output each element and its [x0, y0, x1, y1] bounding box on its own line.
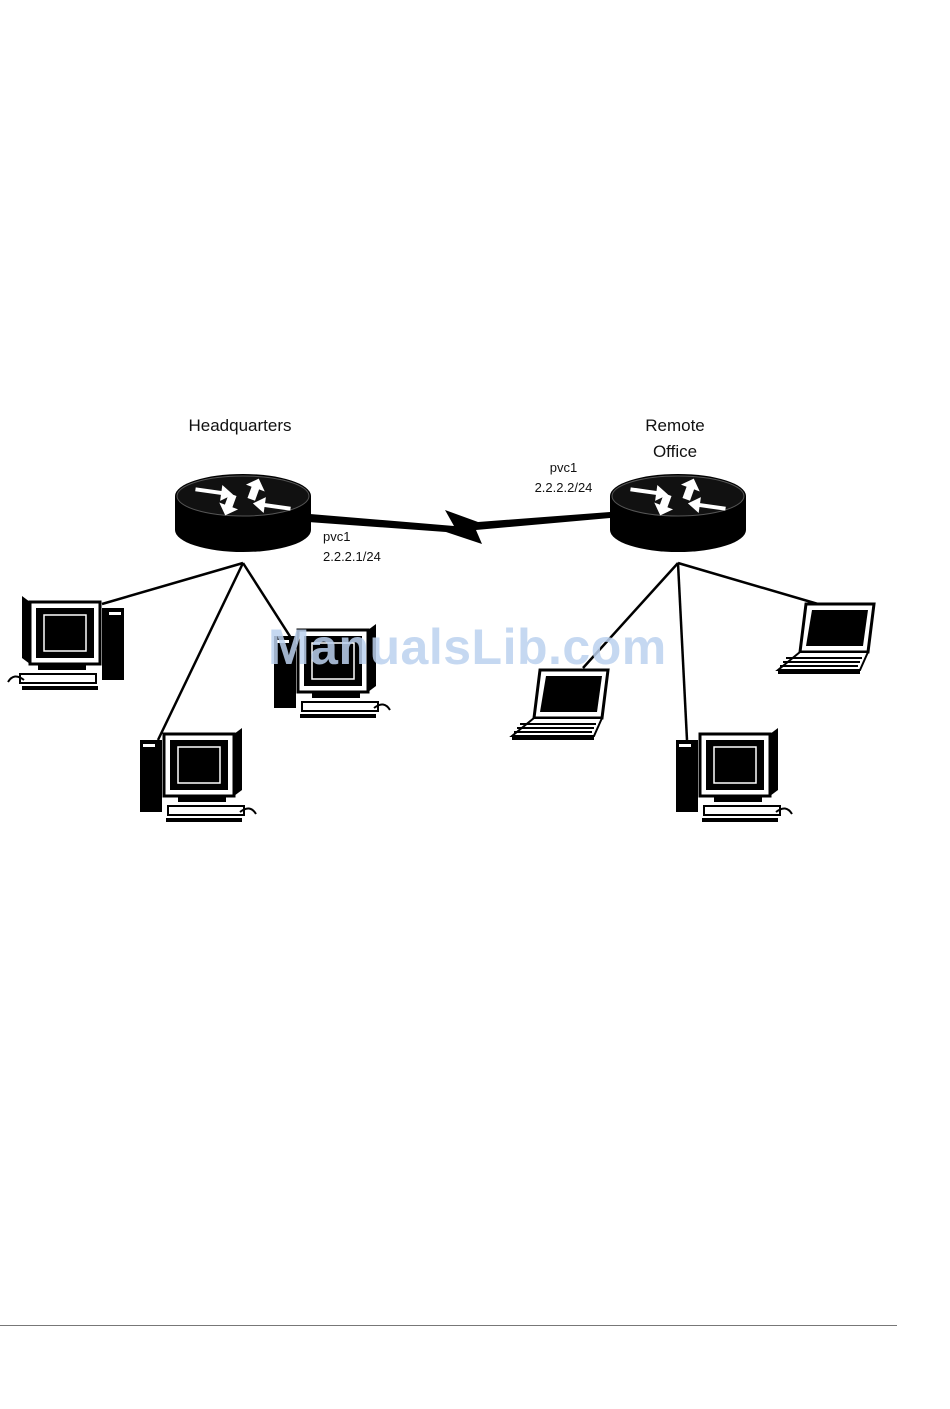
hq-link-left — [102, 563, 243, 604]
footer-divider — [0, 1325, 897, 1326]
remote-laptop-left-icon — [512, 670, 608, 740]
remote-link-right — [678, 563, 818, 604]
remote-desktop-bottom-icon — [676, 728, 792, 822]
remote-office-title-line1: Remote — [620, 413, 730, 439]
watermark: ManualsLib.com — [268, 618, 667, 676]
remote-link-label: pvc1 2.2.2.2/24 — [526, 458, 601, 498]
remote-office-title: Remote Office — [620, 413, 730, 465]
hq-link-name: pvc1 — [323, 527, 381, 547]
hq-link-label: pvc1 2.2.2.1/24 — [323, 527, 381, 567]
remote-router-icon — [610, 474, 746, 552]
hq-link-bottom — [158, 563, 243, 740]
hq-desktop-bottom-icon — [140, 728, 256, 822]
hq-link-ip: 2.2.2.1/24 — [323, 547, 381, 567]
remote-office-title-line2: Office — [620, 439, 730, 465]
remote-link-ip: 2.2.2.2/24 — [526, 478, 601, 498]
remote-link-name: pvc1 — [526, 458, 601, 478]
remote-laptop-right-icon — [778, 604, 874, 674]
remote-link-bottom — [678, 563, 687, 740]
hq-router-icon — [175, 474, 311, 552]
headquarters-title: Headquarters — [160, 413, 320, 439]
hq-desktop-left-icon — [8, 596, 124, 690]
